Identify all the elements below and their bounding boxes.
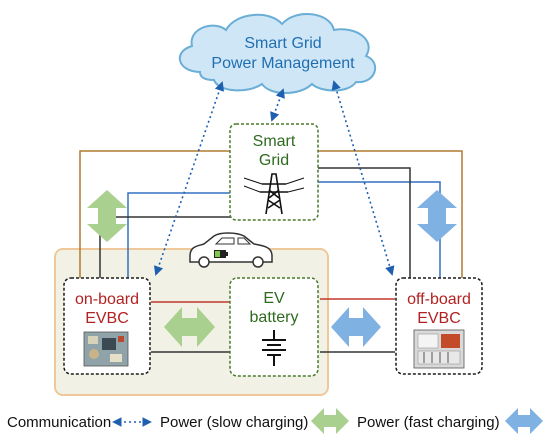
legend-slow-swatch: [311, 408, 349, 434]
charger-cabinet-photo: [413, 329, 465, 369]
comm-arrow-onboard: [153, 81, 225, 276]
circuit-board-photo: [83, 331, 129, 367]
legend-slow-label: Power (slow charging): [160, 414, 308, 431]
fast-power-arrow-horizontal: [331, 307, 381, 347]
battery-symbol-icon: [262, 330, 286, 366]
battery-label-line2: battery: [250, 309, 299, 326]
communication-arrows: [153, 80, 395, 276]
cloud-title-line1: Smart Grid: [244, 35, 321, 52]
car-icon: [189, 232, 273, 268]
fast-power-arrow-vertical: [417, 190, 457, 242]
smart-grid-label-line2: Grid: [259, 152, 289, 169]
legend: Communication Power (slow charging) Powe…: [7, 408, 543, 434]
cloud-title-line2: Power Management: [211, 55, 355, 72]
offboard-label-line2: EVBC: [417, 310, 461, 327]
smart-grid-node: Smart Grid: [229, 123, 319, 221]
onboard-evbc-node: on-board EVBC: [63, 277, 151, 375]
transmission-tower-icon: [243, 173, 305, 215]
legend-communication-label: Communication: [7, 414, 111, 431]
comm-arrow-grid: [270, 88, 285, 122]
cloud: Smart Grid Power Management: [178, 12, 377, 94]
ev-battery-node: EV battery: [229, 277, 319, 377]
offboard-evbc-node: off-board EVBC: [395, 277, 483, 375]
offboard-label-line1: off-board: [407, 291, 471, 308]
slow-power-arrow-horizontal: [164, 307, 215, 347]
battery-label-line1: EV: [263, 290, 285, 307]
smart-grid-label-line1: Smart: [253, 133, 296, 150]
onboard-label-line2: EVBC: [85, 310, 129, 327]
slow-power-arrow-vertical: [87, 190, 127, 242]
legend-fast-label: Power (fast charging): [357, 414, 500, 431]
legend-fast-swatch: [505, 408, 543, 434]
onboard-label-line1: on-board: [75, 291, 139, 308]
comm-arrow-offboard: [331, 80, 395, 276]
